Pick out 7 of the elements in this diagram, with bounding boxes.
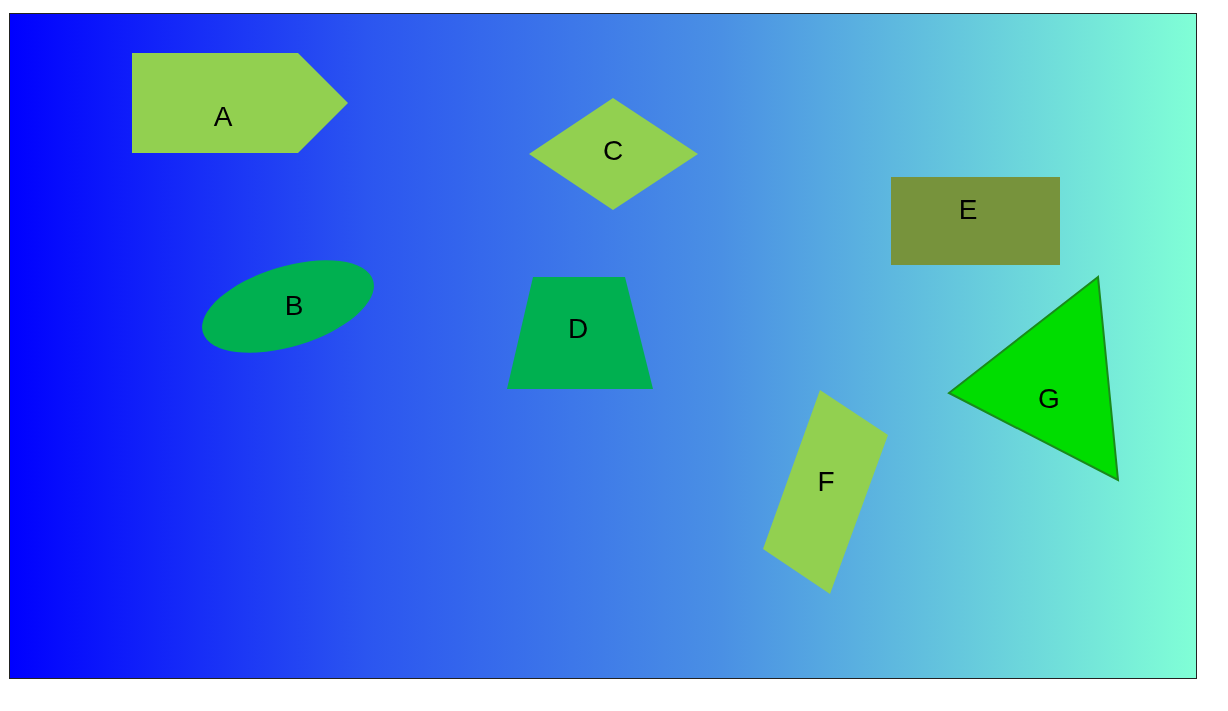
shape-label: A [213,103,233,131]
shape-label: B [284,292,304,320]
shape-label: E [958,196,978,224]
shape-label: F [817,468,835,496]
shape-label: D [567,315,589,343]
shape-label: G [1038,385,1060,413]
shape-label: C [602,137,624,165]
